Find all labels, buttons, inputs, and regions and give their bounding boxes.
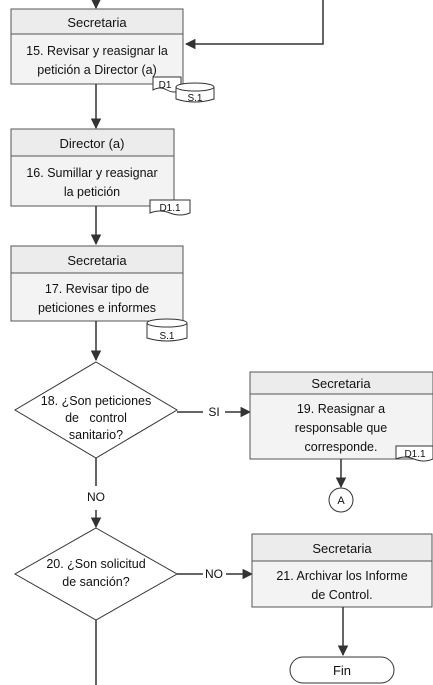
step-19-line1: 19. Reasignar a — [297, 402, 385, 416]
datastore-s1-15-label: S.1 — [187, 93, 202, 104]
step-19-line3: corresponde. — [305, 440, 378, 454]
step-17-role-header — [10, 245, 184, 274]
step-19-line2: responsable que — [295, 421, 387, 435]
datastore-s1-15: S.1 — [175, 82, 215, 104]
step-17-line2: peticiones e informes — [38, 301, 156, 315]
decision-18-line3: sanitario? — [69, 428, 123, 442]
datastore-s1-17: S.1 — [146, 318, 188, 342]
document-d11-16: D1.1 — [149, 199, 191, 216]
document-d1-15-label: D1 — [159, 80, 172, 91]
step-21-role: Secretaria — [312, 541, 372, 556]
terminator-fin-label: Fin — [333, 663, 351, 678]
document-d11-19-label: D1.1 — [404, 449, 426, 460]
step-21-line2: de Control. — [311, 588, 372, 602]
document-d11-16-label: D1.1 — [159, 203, 181, 214]
step-16-line2: la petición — [64, 185, 120, 199]
arrow-loop-into-15 — [184, 0, 324, 50]
step-17-role: Secretaria — [67, 253, 127, 268]
terminator-fin: Fin — [289, 656, 395, 684]
decision-20-diamond — [13, 527, 179, 621]
step-15: Secretaria 15. Revisar y reasignar la pe… — [10, 8, 184, 85]
step-17: Secretaria 17. Revisar tipo de peticione… — [10, 245, 184, 322]
step-16: Director (a) 16. Sumillar y reasignar la… — [10, 128, 175, 207]
step-17-line1: 17. Revisar tipo de — [45, 282, 149, 296]
decision-18: 18. ¿Son peticiones de control sanitario… — [14, 361, 178, 459]
step-15-body — [10, 33, 184, 85]
connector-a-label: A — [337, 495, 345, 507]
step-17-body — [10, 272, 184, 322]
connector-a: A — [328, 487, 354, 513]
decision-20-no-label: NO — [205, 567, 223, 581]
step-21: Secretaria 21. Archivar los Informe de C… — [251, 533, 433, 608]
decision-20-line2: de sanción? — [62, 575, 129, 589]
decision-18-line2: de control — [65, 411, 127, 425]
step-16-role: Director (a) — [59, 136, 124, 151]
decision-18-diamond — [14, 361, 178, 459]
step-16-body — [10, 155, 175, 207]
step-15-role: Secretaria — [67, 15, 127, 30]
decision-20-line1: 20. ¿Son solicitud — [46, 557, 145, 571]
decision-20: 20. ¿Son solicitud de sanción? — [13, 527, 179, 621]
step-21-line1: 21. Archivar los Informe — [276, 569, 407, 583]
step-15-line1: 15. Revisar y reasignar la — [26, 44, 168, 58]
step-19-role: Secretaria — [311, 376, 371, 391]
decision-18-no-label: NO — [87, 490, 105, 504]
step-19: Secretaria 19. Reasignar a responsable q… — [249, 371, 433, 460]
step-21-role-header — [251, 533, 433, 562]
decision-18-yes-label: SI — [208, 405, 219, 419]
terminator-fin-shape — [289, 656, 395, 684]
step-16-line1: 16. Sumillar y reasignar — [26, 166, 157, 180]
step-15-line2: petición a Director (a) — [37, 63, 157, 77]
step-21-body — [251, 560, 433, 608]
datastore-s1-17-label: S.1 — [159, 331, 174, 342]
decision-18-line1: 18. ¿Son peticiones — [41, 394, 152, 408]
connector-a-circle — [328, 487, 354, 513]
document-d11-19: D1.1 — [395, 445, 433, 462]
